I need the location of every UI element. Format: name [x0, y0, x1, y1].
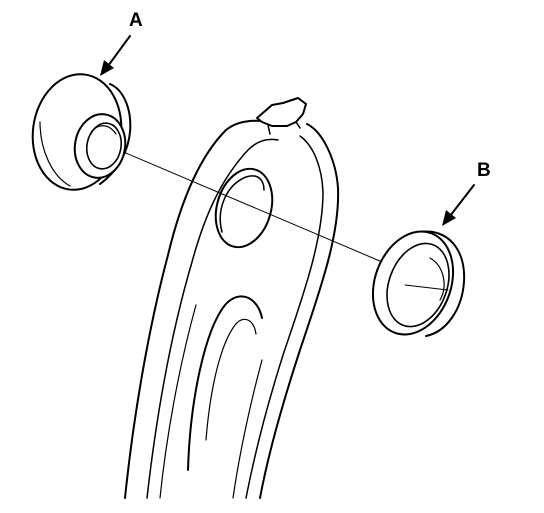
- arm-flange-left-edge: [146, 138, 279, 499]
- callout-label-a: A: [129, 10, 143, 31]
- arm-outer-right-edge: [259, 123, 340, 499]
- bushing-a-bore: [85, 122, 123, 170]
- callout-label-b: B: [477, 160, 491, 181]
- suspension-arm: [124, 97, 340, 499]
- bushing-b-bore: [386, 242, 450, 328]
- leader-arrow-a: [100, 35, 131, 76]
- bushing-b: [371, 230, 466, 337]
- bushing-a: [31, 73, 132, 191]
- arm-web-right-line: [232, 359, 263, 499]
- arm-outer-left-edge: [124, 119, 263, 499]
- arm-flange-right-edge: [245, 135, 324, 499]
- arm-bushing-eye-inner: [219, 175, 265, 233]
- arm-lower-opening-inner: [205, 318, 257, 441]
- arm-top-tab: [256, 97, 307, 127]
- arm-bushing-eye-outer: [214, 167, 274, 249]
- arm-lower-opening: [187, 295, 263, 471]
- arm-web-left-line: [159, 304, 197, 499]
- leader-arrow-b: [442, 184, 475, 226]
